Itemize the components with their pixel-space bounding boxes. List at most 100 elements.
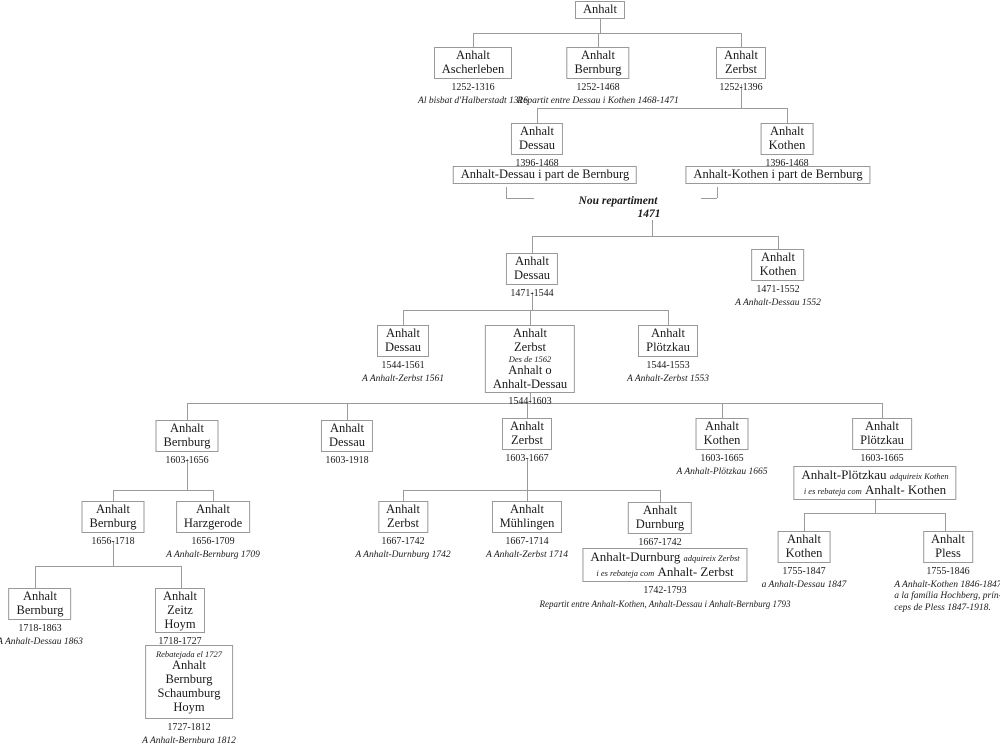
node-title: Zerbst bbox=[725, 61, 757, 76]
node-title: Anhalt bbox=[169, 421, 205, 435]
node-title: Anhalt bbox=[385, 326, 420, 340]
node-dates: 1755-1847 bbox=[782, 565, 826, 577]
connector-line bbox=[532, 236, 778, 237]
node-anhalt-harzgerode: Anhalt Harzgerode 1656-1709 A Anhalt-Ber… bbox=[166, 501, 260, 561]
node-title: Schaumburg bbox=[157, 685, 221, 700]
node-title: Zerbst bbox=[387, 515, 419, 530]
node-rename-anhalt-zerbst: Anhalt-Durnburg adquireix Zerbst i es re… bbox=[539, 548, 791, 610]
node-anhalt-bernburg-1656: Anhalt Bernburg 1656-1718 bbox=[81, 501, 145, 547]
node-title: Durnburg bbox=[635, 516, 685, 531]
node-title: Plötzkau bbox=[860, 432, 904, 447]
node-title: Anhalt bbox=[514, 254, 550, 268]
node-title: Ascherleben bbox=[441, 61, 505, 76]
node-subnote: adquireix Zerbst bbox=[683, 553, 740, 563]
node-title: Bernburg bbox=[163, 434, 211, 449]
node-title: Anhalt bbox=[760, 250, 796, 264]
node-anhalt-root: Anhalt bbox=[574, 0, 626, 19]
connector-line bbox=[506, 187, 507, 198]
node-dates: 1471-1544 bbox=[510, 287, 554, 299]
node-note-line: ceps de Pless 1847-1918. bbox=[894, 603, 991, 614]
node-anhalt-dessau-1603: Anhalt Dessau 1603-1918 bbox=[320, 420, 374, 466]
node-anhalt-ascherleben: Anhalt Ascherleben 1252-1316 Al bisbat d… bbox=[418, 47, 528, 107]
node-title: Anhalt bbox=[22, 589, 58, 603]
node-title: Hoym bbox=[164, 616, 196, 631]
node-dates: 1667-1742 bbox=[638, 536, 682, 548]
connector-line bbox=[187, 403, 188, 420]
node-title: Bernburg bbox=[165, 672, 213, 687]
node-anhalt-bernburg-schaumburg-hoym: Rebatejada el 1727 Anhalt Bernburg Schau… bbox=[142, 645, 236, 743]
connector-line bbox=[741, 84, 742, 108]
node-rename-anhalt-kothen: Anhalt-Plötzkau adquireix Kothen i es re… bbox=[793, 466, 957, 500]
node-dates: 1544-1561 bbox=[381, 359, 425, 371]
node-title: Harzgerode bbox=[183, 515, 243, 530]
node-title: Kothen bbox=[703, 432, 741, 447]
node-anhalt-zerbst-1667: Anhalt Zerbst 1667-1742 A Anhalt-Durnbur… bbox=[355, 501, 451, 561]
node-title: Bernburg bbox=[89, 515, 137, 530]
label-nou-repartiment: Nou repartiment 1471 bbox=[576, 195, 661, 221]
node-anhalt-dessau-1471: Anhalt Dessau 1471-1544 bbox=[505, 253, 559, 299]
node-note: A Anhalt-Durnburg 1742 bbox=[355, 549, 451, 560]
node-title: Anhalt bbox=[650, 326, 686, 340]
node-title: Bernburg bbox=[16, 602, 64, 617]
connector-line bbox=[527, 459, 528, 490]
node-anhalt-durnburg: Anhalt Durnburg 1667-1742 bbox=[627, 502, 693, 548]
node-anhalt-zeitz-hoym: Anhalt Zeitz Hoym 1718-1727 bbox=[154, 588, 206, 648]
node-anhalt-dessau-1544: Anhalt Dessau 1544-1561 A Anhalt-Zerbst … bbox=[362, 325, 444, 385]
node-note: A Anhalt-Plötzkau 1665 bbox=[676, 466, 768, 477]
node-title: Anhalt bbox=[162, 589, 198, 603]
connector-line bbox=[598, 33, 599, 47]
node-dates: 1252-1468 bbox=[576, 81, 620, 93]
connector-line bbox=[701, 198, 717, 199]
connector-line bbox=[945, 513, 946, 531]
node-title: Kothen bbox=[785, 545, 823, 560]
connector-line bbox=[403, 490, 404, 501]
connector-line bbox=[741, 33, 742, 47]
node-title: Anhalt-Kothen i part de Bernburg bbox=[693, 167, 863, 181]
node-dates: 1603-1667 bbox=[505, 452, 549, 464]
node-dates: 1727-1812 bbox=[167, 722, 211, 734]
connector-line bbox=[213, 490, 214, 501]
connector-line bbox=[527, 403, 528, 418]
node-note: Repartit entre Dessau i Kothen 1468-1471 bbox=[517, 95, 679, 106]
node-anhalt-bernburg-1603: Anhalt Bernburg 1603-1656 bbox=[155, 420, 219, 466]
node-title: Anhalt bbox=[930, 532, 966, 546]
node-title: Anhalt-Dessau i part de Bernburg bbox=[460, 167, 630, 181]
node-anhalt-kothen-part-bernburg: Anhalt-Kothen i part de Bernburg bbox=[685, 165, 871, 184]
node-subnote: i es rebateja com bbox=[803, 485, 862, 496]
node-anhalt-bernburg-1718: Anhalt Bernburg 1718-1863 A Anhalt-Dessa… bbox=[0, 588, 83, 648]
node-dates: 1718-1727 bbox=[158, 636, 202, 648]
node-dates: 1252-1396 bbox=[719, 81, 763, 93]
connector-line bbox=[537, 108, 538, 123]
connector-line bbox=[875, 492, 876, 513]
node-title: Anhalt bbox=[171, 658, 206, 673]
node-dates: 1544-1553 bbox=[646, 359, 690, 371]
node-anhalt-dessau-1396: Anhalt Dessau 1396-1468 bbox=[510, 123, 564, 169]
connector-line bbox=[113, 490, 114, 501]
node-note: a Anhalt-Dessau 1847 bbox=[761, 579, 847, 590]
node-dates: 1396-1468 bbox=[515, 157, 559, 169]
node-title: Anhalt bbox=[580, 48, 616, 62]
connector-line bbox=[530, 310, 531, 325]
node-title: Dessau bbox=[518, 137, 556, 152]
connector-line bbox=[778, 236, 779, 249]
connector-line bbox=[113, 490, 213, 491]
connector-line bbox=[882, 403, 883, 418]
node-note-line: A Anhalt-Kothen 1846-1847 bbox=[894, 579, 1000, 590]
node-title: Zerbst bbox=[511, 432, 543, 447]
node-anhalt-kothen-1603: Anhalt Kothen 1603-1665 A Anhalt-Plötzka… bbox=[676, 418, 768, 478]
connector-line bbox=[506, 198, 534, 199]
node-title: Anhalt bbox=[509, 419, 545, 433]
node-title: Anhalt bbox=[642, 503, 678, 517]
node-title: Mühlingen bbox=[499, 515, 555, 530]
node-dates: 1667-1742 bbox=[381, 535, 425, 547]
node-title: Dessau bbox=[384, 339, 422, 354]
node-note-line: a la família Hochberg, prín- bbox=[894, 591, 1000, 602]
connector-line bbox=[600, 17, 601, 33]
node-note: A Anhalt-Zerbst 1561 bbox=[362, 373, 444, 384]
node-title: Anhalt bbox=[704, 419, 740, 433]
node-title: Kothen bbox=[759, 263, 797, 278]
node-subnote: Rebatejada el 1727 bbox=[155, 649, 223, 659]
node-dates: 1603-1665 bbox=[700, 452, 744, 464]
repartiment-text: Nou repartiment bbox=[578, 195, 658, 207]
